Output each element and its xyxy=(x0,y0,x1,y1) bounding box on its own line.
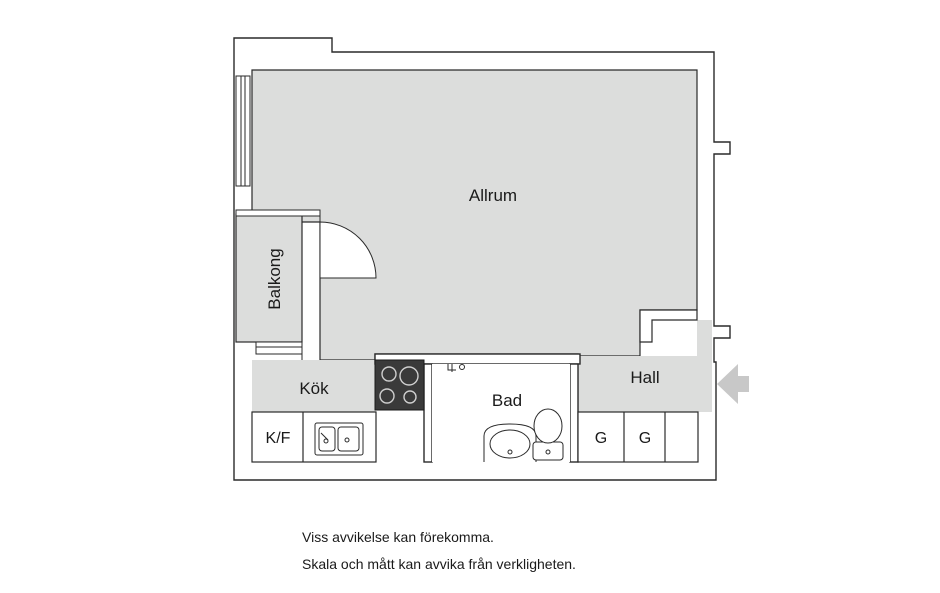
disclaimer-line-2: Skala och mått kan avvika från verklighe… xyxy=(302,556,576,572)
kok-floor xyxy=(252,360,376,412)
hall-niche xyxy=(639,309,698,343)
window xyxy=(235,75,251,187)
balkong-frame xyxy=(235,209,321,360)
room-label-kok: Kök xyxy=(299,379,329,398)
entrance-arrow-icon xyxy=(717,364,749,404)
wardrobes xyxy=(577,411,699,463)
door-swing xyxy=(319,221,377,279)
hall-floor xyxy=(578,320,712,412)
room-label-allrum: Allrum xyxy=(469,186,517,205)
fridge-freezer-label: K/F xyxy=(266,430,291,447)
room-label-balkong: Balkong xyxy=(265,248,284,309)
wardrobe-label-1: G xyxy=(595,430,607,447)
wardrobe-label-2: G xyxy=(639,430,651,447)
stove-icon xyxy=(374,359,425,411)
room-label-hall: Hall xyxy=(630,368,659,387)
disclaimer-line-1: Viss avvikelse kan förekomma. xyxy=(302,529,494,545)
room-label-bad: Bad xyxy=(492,391,522,410)
sink-icon xyxy=(314,422,364,456)
bathroom xyxy=(432,364,570,462)
